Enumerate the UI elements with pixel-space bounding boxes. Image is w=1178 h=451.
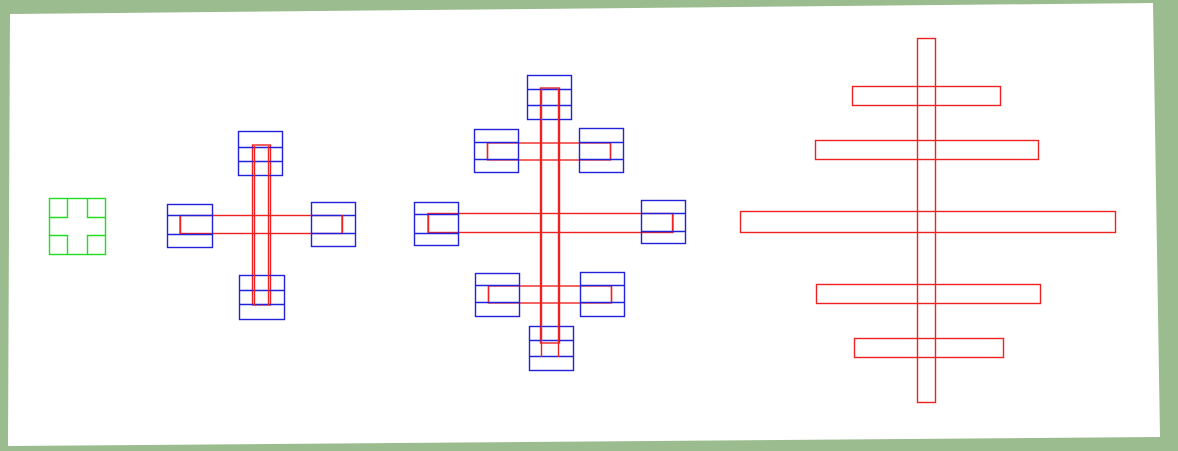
- blue-cap-right: [640, 199, 687, 245]
- blue-cap-upper-left: [473, 128, 520, 174]
- figure-4-red-spine: [739, 37, 1117, 404]
- blue-cap-left: [166, 203, 214, 249]
- blue-cap-left: [413, 201, 460, 247]
- figure-2-cross-level-1: [166, 130, 357, 321]
- figure-1-green-tile: [48, 197, 107, 256]
- red-rung-4: [815, 283, 1042, 305]
- red-rung-2: [814, 139, 1040, 161]
- red-rung-1: [851, 85, 1002, 107]
- figure-3-red-inner-lines: [540, 89, 560, 357]
- blue-cap-top: [237, 130, 284, 177]
- red-rung-3: [739, 210, 1117, 234]
- blue-cap-lower-right: [579, 271, 626, 318]
- red-main-vertical: [539, 87, 561, 344]
- figure-3-blue-boxes: [413, 74, 687, 372]
- paper-sheet: [8, 3, 1160, 446]
- green-cross-inner: [49, 198, 106, 255]
- figure-3-cross-level-2: [413, 74, 687, 372]
- figure-2-blue-boxes: [166, 130, 357, 321]
- figure-2-red-ends: [179, 146, 344, 305]
- red-rung-5: [853, 337, 1005, 359]
- blue-cap-bottom: [238, 274, 286, 321]
- blue-cap-upper-right: [578, 127, 625, 174]
- green-outer-square: [48, 197, 107, 256]
- blue-cap-right: [310, 201, 357, 248]
- figure-3-red-arms: [427, 87, 674, 344]
- blue-cap-bottom: [528, 325, 575, 372]
- blue-cap-lower-left: [474, 272, 521, 318]
- red-spine-vertical: [916, 37, 937, 404]
- blue-cap-top: [526, 74, 573, 121]
